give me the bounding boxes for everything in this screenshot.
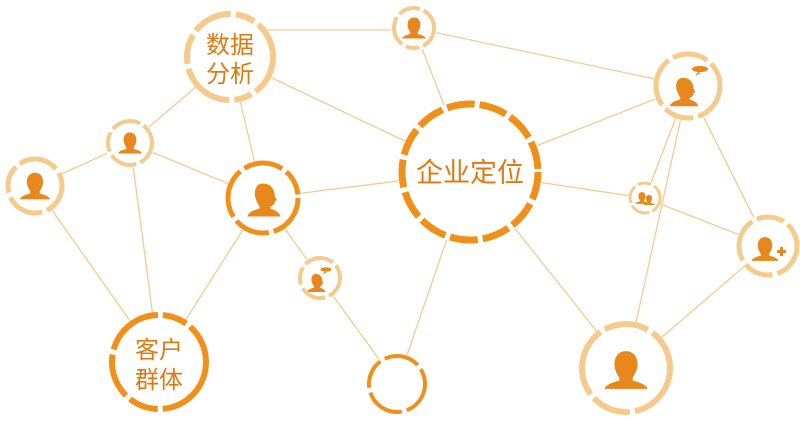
speech-node-small xyxy=(297,255,343,301)
data-analysis-label-line2: 分析 xyxy=(206,60,254,88)
empty-node xyxy=(366,353,428,415)
person-node-top xyxy=(391,5,437,51)
customer-group-node: 客户 群体 xyxy=(109,312,209,412)
hub-node: 企业定位 xyxy=(398,100,542,244)
person-node-large xyxy=(579,321,673,415)
people-group-node xyxy=(628,181,662,215)
customer-group-label-line1: 客户 xyxy=(135,336,183,364)
link xyxy=(625,85,689,369)
hub-label: 企业定位 xyxy=(416,158,524,189)
data-analysis-label-line1: 数据 xyxy=(206,31,254,59)
link xyxy=(413,27,689,87)
person-add-node xyxy=(736,214,800,278)
person-node-side xyxy=(225,160,301,236)
data-analysis-node: 数据 分析 xyxy=(184,11,276,103)
customer-group-label-line2: 群体 xyxy=(135,366,183,394)
person-node-far-left xyxy=(5,156,65,216)
person-node-small-left xyxy=(105,118,155,168)
person-add-icon xyxy=(751,237,786,261)
person-speech-node xyxy=(653,51,723,121)
